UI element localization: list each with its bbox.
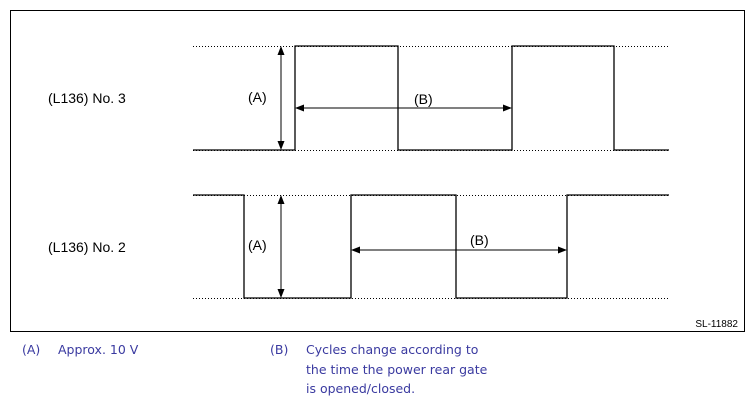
signal-no3: (L136) No. 3 (A) (B): [48, 45, 669, 151]
legend-b-line-2: the time the power rear gate: [306, 361, 488, 377]
legend-b-line-1: Cycles change according to: [306, 342, 479, 357]
legend-b-key: (B): [270, 342, 289, 357]
signal-no2-label: (L136) No. 2: [48, 239, 126, 255]
no2-dim-a-arrowhead-bottom: [277, 289, 285, 298]
signal-no2: (L136) No. 2 (A) (B): [48, 194, 669, 299]
diagram-frame: [10, 10, 745, 332]
no2-dim-b-label: (B): [470, 232, 489, 248]
no3-dim-a-label: (A): [248, 89, 267, 105]
legend-a-text: Approx. 10 V: [58, 342, 139, 357]
figure-code: SL-11882: [695, 319, 738, 330]
no2-waveform: [193, 194, 669, 299]
legend-b-line-3: is opened/closed.: [306, 381, 416, 396]
no2-dim-b-arrowhead-right: [558, 246, 567, 254]
no3-dim-b-label: (B): [414, 91, 433, 107]
no3-dim-a-arrowhead-top: [277, 46, 285, 55]
no3-dim-a-arrowhead-bottom: [277, 141, 285, 150]
no3-dim-b-arrowhead-right: [503, 104, 512, 112]
legend-item-b: (B) Cycles change according to the time th…: [270, 340, 487, 399]
no2-dim-b-arrowhead-left: [351, 246, 360, 254]
no3-waveform: [193, 45, 669, 151]
legend-b-text: Cycles change according to the time the p…: [306, 340, 487, 399]
legend-a-key: (A): [22, 342, 41, 357]
no2-dim-a-label: (A): [248, 237, 267, 253]
signal-no3-label: (L136) No. 3: [48, 90, 126, 106]
no3-dim-b-arrowhead-left: [295, 104, 304, 112]
no2-dim-a-arrowhead-top: [277, 195, 285, 204]
legend-item-a: (A) Approx. 10 V: [22, 340, 138, 360]
timing-diagram: (L136) No. 3 (A) (B) (L136) No. 2 (A) (B: [10, 10, 745, 332]
